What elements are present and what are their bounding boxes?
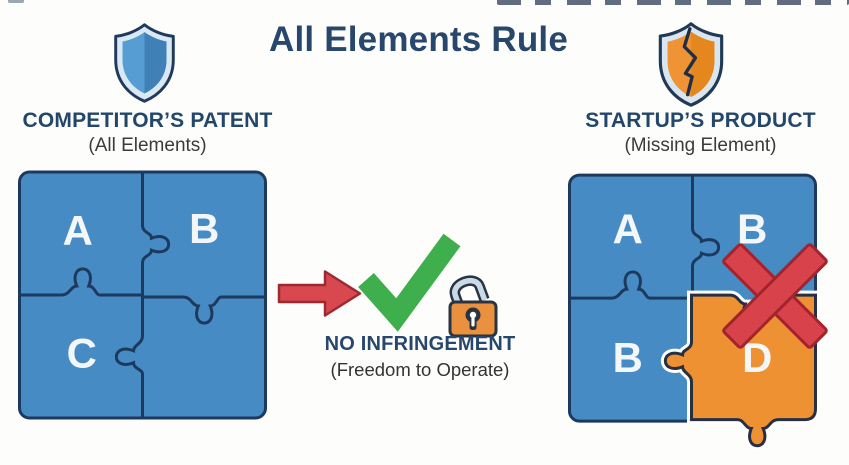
cropped-text-remnant — [497, 0, 849, 5]
puzzle-piece-label: C — [67, 330, 97, 377]
center-caption: NO INFRINGEMENT (Freedom to Operate) — [298, 333, 542, 381]
left-panel-header: COMPETITOR’S PATENT (All Elements) — [5, 109, 290, 157]
cracked-shield-icon — [658, 22, 724, 107]
right-panel-header: STARTUP’S PRODUCT (Missing Element) — [558, 109, 843, 157]
freedom-to-operate-label: (Freedom to Operate) — [330, 359, 510, 380]
patent-puzzle: A B C — [18, 170, 267, 420]
left-heading: COMPETITOR’S PATENT — [22, 109, 273, 132]
open-padlock-icon — [448, 275, 498, 338]
arrow-right-icon — [277, 270, 362, 317]
puzzle-piece-label: A — [63, 207, 93, 254]
puzzle-piece-label: A — [613, 205, 643, 252]
puzzle-piece-label: B — [613, 334, 643, 381]
x-mark-icon — [720, 241, 830, 351]
page-title: All Elements Rule — [268, 20, 569, 59]
right-heading: STARTUP’S PRODUCT — [585, 109, 816, 132]
puzzle-piece-label: B — [189, 205, 219, 252]
cropped-text-remnant — [8, 0, 24, 3]
shield-icon — [114, 23, 175, 103]
no-infringement-label: NO INFRINGEMENT — [324, 333, 516, 355]
left-subheading: (All Elements) — [88, 135, 207, 156]
checkmark-icon — [358, 233, 461, 332]
right-subheading: (Missing Element) — [624, 135, 777, 156]
